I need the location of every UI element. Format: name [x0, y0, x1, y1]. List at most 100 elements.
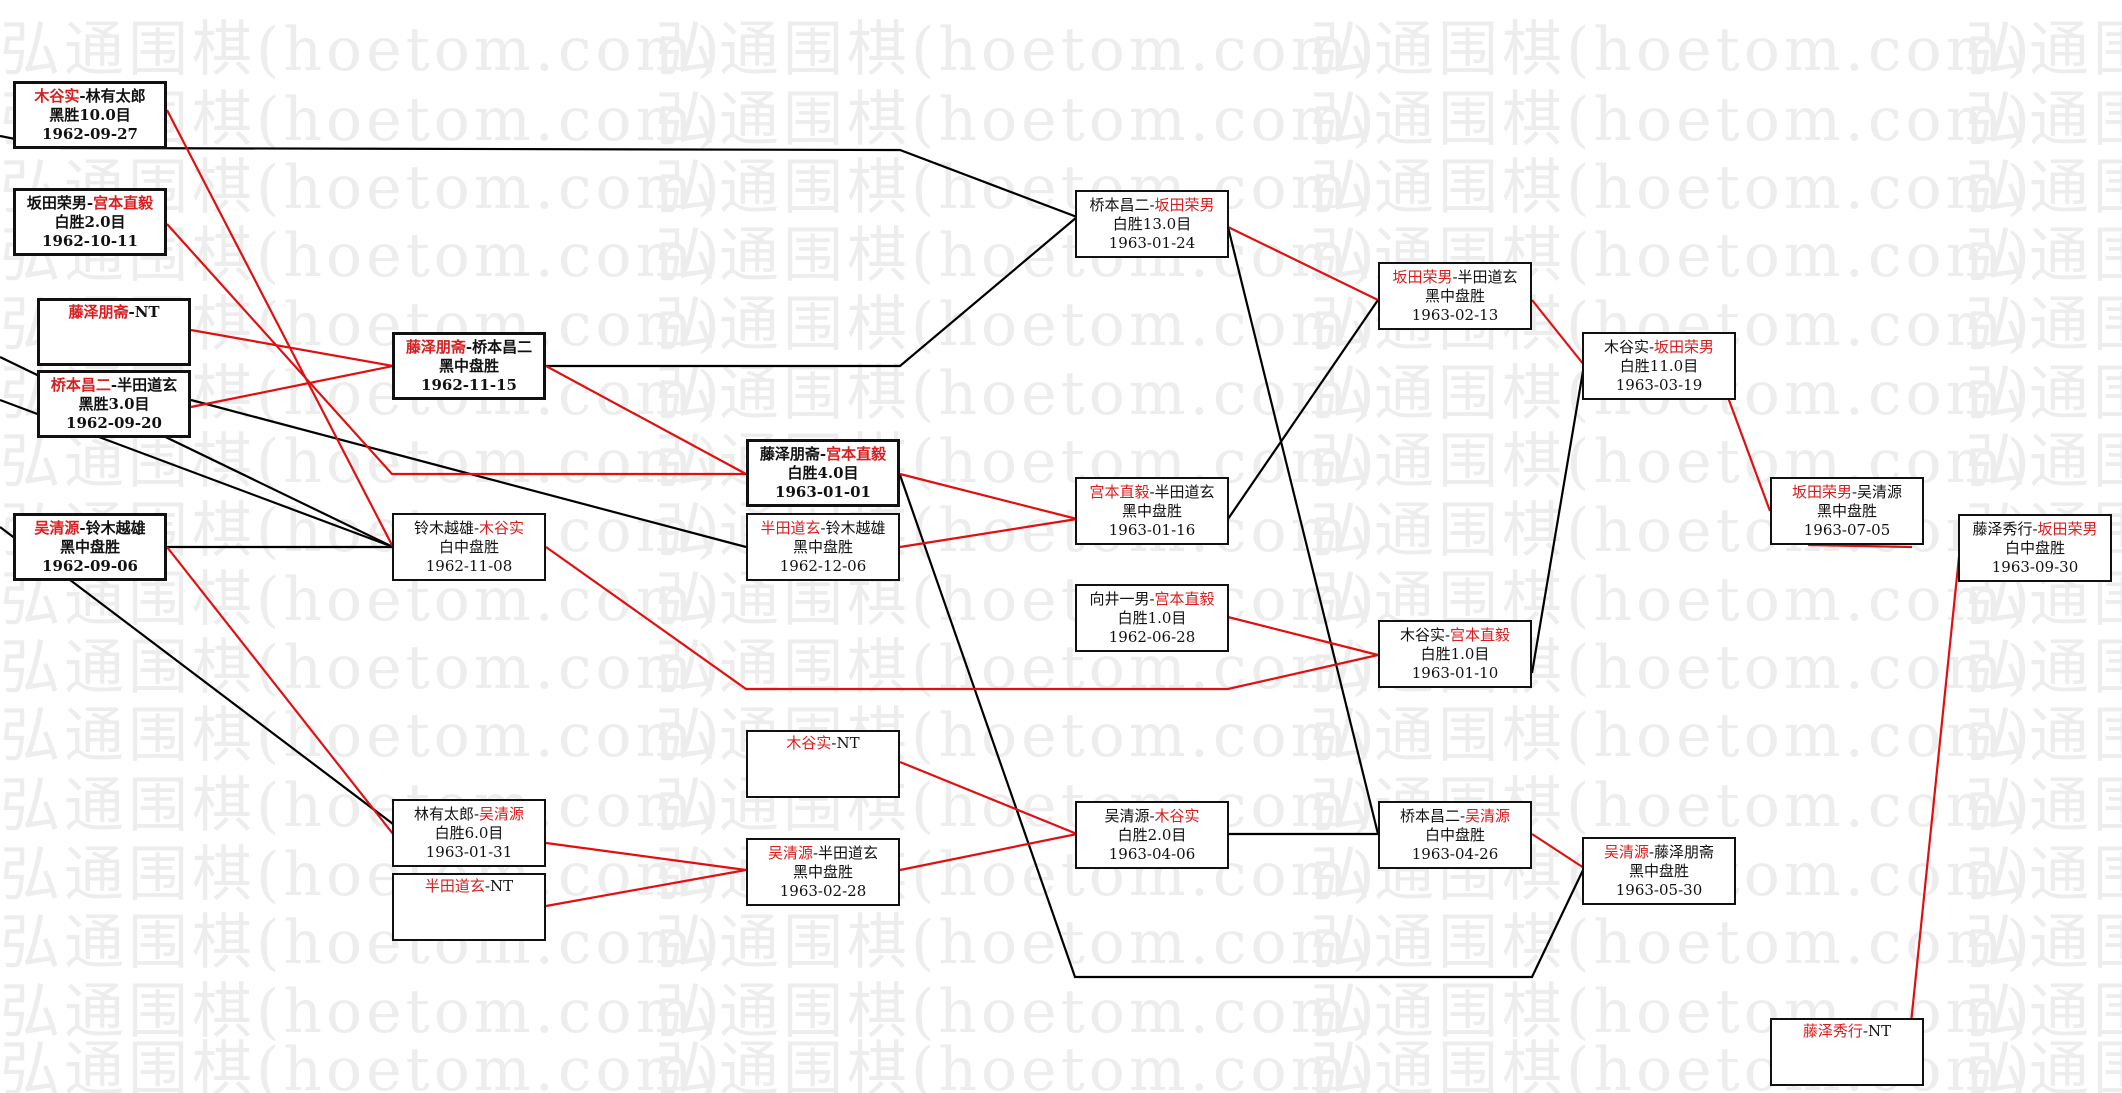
- game-date: 1962-11-15: [421, 375, 517, 394]
- game-date: 1963-01-10: [1411, 663, 1499, 682]
- player-white: NT: [836, 734, 860, 752]
- game-result: 白中盘胜: [438, 537, 499, 556]
- players-line: 吴清源-半田道玄: [768, 844, 878, 863]
- game-result: 黑中盘胜: [438, 356, 499, 375]
- player-black: 坂田荣男: [26, 193, 87, 212]
- players-line: 木谷实-坂田荣男: [1604, 338, 1714, 357]
- players-line: 藤泽朋斋-桥本昌二: [406, 338, 532, 357]
- player-black: 藤泽秀行: [1802, 1022, 1863, 1040]
- player-white: 宫本直毅: [93, 193, 154, 212]
- player-separator: -: [2032, 519, 2038, 538]
- players-line: 坂田荣男-吴清源: [1792, 483, 1902, 502]
- game-result: 黑中盘胜: [1816, 501, 1877, 520]
- players-line: 坂田荣男-宫本直毅: [27, 194, 153, 213]
- connector-line: [190, 364, 394, 409]
- game-date: 1963-04-26: [1411, 844, 1499, 863]
- players-line: 宫本直毅-半田道玄: [1089, 483, 1214, 502]
- connector-line: [1227, 299, 1379, 520]
- player-white: 吴清源: [1465, 806, 1511, 825]
- player-separator: -: [1851, 482, 1858, 501]
- players-line: 桥本昌二-吴清源: [1400, 807, 1510, 826]
- game-result: 白中盘胜: [1424, 825, 1485, 844]
- game-result: 黑中盘胜: [1628, 861, 1689, 880]
- game-date: 1963-01-01: [775, 482, 871, 501]
- player-white: 半田道玄: [1457, 267, 1518, 286]
- players-line: 木谷实-宫本直毅: [1400, 626, 1510, 645]
- players-line: 吴清源-铃木越雄: [34, 519, 145, 538]
- connector-line: [1227, 226, 1379, 301]
- game-date: 1963-03-19: [1615, 375, 1703, 394]
- player-white: 坂田荣男: [1654, 337, 1715, 356]
- player-black: 铃木越雄: [413, 518, 474, 537]
- connector-line: [1226, 226, 1380, 835]
- match-node[interactable]: 藤泽秀行-NT: [1770, 1018, 1924, 1086]
- game-result: 白胜11.0目: [1619, 356, 1699, 375]
- connector-line: [1908, 546, 1962, 1034]
- player-separator: -: [473, 518, 480, 537]
- player-white: 桥本昌二: [472, 337, 533, 356]
- player-black: 桥本昌二: [50, 375, 111, 394]
- player-separator: -: [820, 518, 826, 537]
- player-white: NT: [1867, 1022, 1892, 1040]
- connector-line: [546, 216, 1078, 368]
- player-separator: -: [86, 193, 94, 212]
- player-separator: -: [1444, 625, 1451, 644]
- game-result: 黑中盘胜: [1424, 286, 1485, 305]
- player-separator: -: [1149, 589, 1155, 608]
- game-result: 白胜1.0目: [1117, 608, 1187, 627]
- players-line: 半田道玄-NT: [425, 877, 513, 896]
- game-date: 1963-05-30: [1615, 880, 1703, 899]
- player-black: 桥本昌二: [1089, 195, 1150, 214]
- connector-line: [190, 328, 394, 368]
- player-white: 铃木越雄: [85, 518, 146, 537]
- game-result: 黑中盘胜: [792, 862, 853, 881]
- connector-line: [1531, 833, 1585, 869]
- players-line: 吴清源-木谷实: [1104, 807, 1199, 826]
- game-date: 1962-09-06: [42, 556, 138, 575]
- game-date: 1963-09-30: [1991, 557, 2079, 576]
- player-black: 藤泽朋斋: [759, 444, 820, 463]
- player-black: 吴清源: [767, 843, 813, 862]
- player-white: 宫本直毅: [1450, 625, 1511, 644]
- player-black: 木谷实: [1603, 337, 1649, 356]
- players-line: 藤泽秀行-NT: [1803, 1022, 1891, 1041]
- game-date: 1962-09-20: [66, 413, 162, 432]
- match-node[interactable]: 木谷实-NT: [746, 730, 900, 798]
- match-node[interactable]: 藤泽朋斋-NT: [37, 298, 191, 366]
- game-date: 1963-07-05: [1803, 520, 1891, 539]
- connector-line: [899, 472, 1078, 521]
- connector-line: [1531, 299, 1585, 366]
- player-black: 藤泽朋斋: [68, 303, 129, 321]
- game-result: 白胜1.0目: [1420, 644, 1490, 663]
- player-separator: -: [1149, 482, 1155, 501]
- connector-line: [545, 868, 747, 908]
- match-node[interactable]: 半田道玄-NT: [392, 873, 546, 941]
- connector-line: [1807, 543, 1913, 549]
- player-separator: -: [1452, 267, 1458, 286]
- player-white: 宫本直毅: [826, 444, 887, 463]
- player-black: 桥本昌二: [1399, 806, 1460, 825]
- players-line: 向井一男-宫本直毅: [1089, 590, 1214, 609]
- game-result: 白胜6.0目: [434, 823, 504, 842]
